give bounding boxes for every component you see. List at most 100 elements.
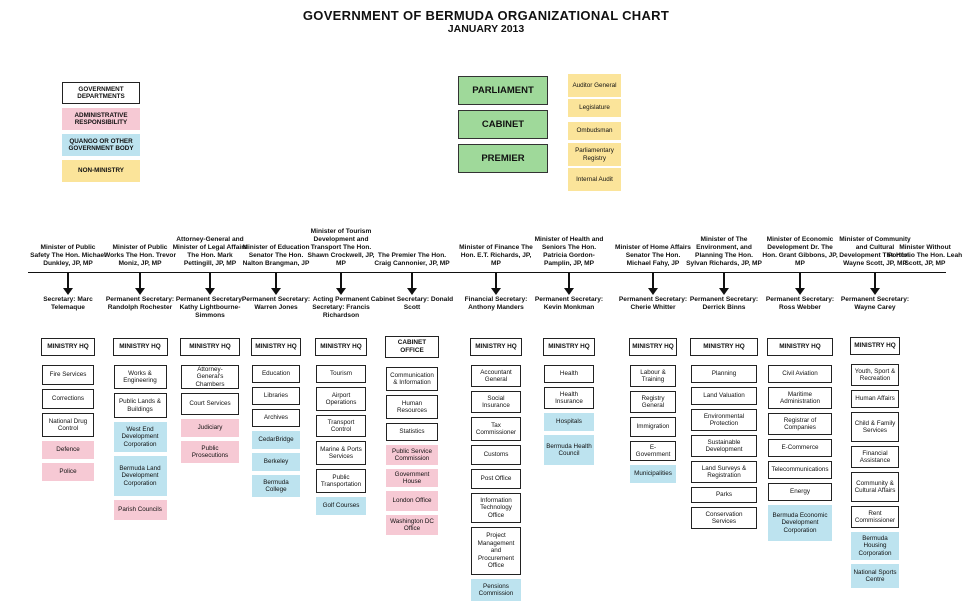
department-box: Public Transportation: [316, 469, 366, 493]
department-box: Works & Engineering: [113, 365, 167, 389]
department-box: National Drug Control: [42, 413, 94, 437]
minister-label: Minister of Economic Development Dr. The…: [762, 236, 838, 268]
minister-label: Minister of Education Senator The Hon. N…: [242, 244, 310, 268]
department-box: Public Service Commission: [386, 445, 438, 465]
department-box: Post Office: [471, 469, 521, 489]
department-box: Planning: [691, 365, 757, 383]
minister-label: Minister of Public Safety The Hon. Micha…: [30, 244, 106, 268]
connector-arrow: [491, 272, 501, 295]
connector-arrow: [795, 272, 805, 295]
department-box: Defence: [42, 441, 94, 459]
department-box: E-Commerce: [768, 439, 832, 457]
secretary-label: Permanent Secretary: Kevin Monkman: [534, 296, 604, 311]
connector-arrow: [870, 272, 880, 295]
department-box: Civil Aviation: [768, 365, 832, 383]
department-box: Maritime Administration: [768, 387, 832, 409]
department-box: Berkeley: [252, 453, 300, 471]
department-box: Washington DC Office: [386, 515, 438, 535]
department-box: Government House: [386, 469, 438, 487]
department-box: Labour & Training: [630, 365, 676, 387]
legend-non-ministry: NON-MINISTRY: [62, 160, 140, 182]
minister-label: Minister of Health and Seniors The Hon. …: [534, 236, 604, 268]
department-box: Pensions Commission: [471, 579, 521, 601]
premier-box: PREMIER: [458, 144, 548, 173]
department-box: Parish Councils: [113, 500, 167, 520]
ministry-hq-box: MINISTRY HQ: [629, 338, 677, 356]
department-box: Human Resources: [386, 395, 438, 419]
cabinet-box: CABINET: [458, 110, 548, 139]
minister-label: Minister of Finance The Hon. E.T. Richar…: [459, 244, 533, 268]
ministries-connector-line: [28, 272, 946, 273]
department-box: Bermuda College: [252, 475, 300, 497]
ministry-hq-box: MINISTRY HQ: [543, 338, 595, 356]
secretary-label: Acting Permanent Secretary: Francis Rich…: [312, 296, 370, 319]
secretary-label: Financial Secretary: Anthony Manders: [464, 296, 528, 311]
department-box: Public Lands & Buildings: [113, 393, 167, 418]
department-box: Land Valuation: [691, 387, 757, 405]
department-box: Bermuda Housing Corporation: [851, 532, 899, 560]
department-box: Immigration: [630, 417, 676, 437]
ministry-hq-box: MINISTRY HQ: [690, 338, 758, 356]
department-box: Public Prosecutions: [181, 441, 239, 463]
department-box: Conservation Services: [691, 507, 757, 529]
department-box: Financial Assistance: [851, 446, 899, 468]
connector-arrow: [336, 272, 346, 295]
department-box: Hospitals: [544, 413, 594, 431]
department-box: Sustainable Development: [691, 435, 757, 457]
secretary-label: Secretary: Marc Telemaque: [43, 296, 93, 311]
department-box: Child & Family Services: [851, 412, 899, 442]
secretary-label: Permanent Secretary: Randolph Rochester: [105, 296, 175, 311]
ombudsman-box: Ombudsman: [568, 122, 621, 140]
department-box: Bermuda Land Development Corporation: [113, 456, 167, 496]
connector-arrow: [719, 272, 729, 295]
minister-label: The Premier The Hon. Craig Cannonier, JP…: [374, 252, 450, 268]
secretary-label: Permanent Secretary: Wayne Carey: [840, 296, 910, 311]
department-box: Court Services: [181, 393, 239, 415]
department-box: Rent Commissioner: [851, 506, 899, 528]
legend-quango: QUANGO OR OTHER GOVERNMENT BODY: [62, 134, 140, 156]
connector-arrow: [271, 272, 281, 295]
minister-label: Minister of Public Works The Hon. Trevor…: [103, 244, 177, 268]
department-box: E-Government: [630, 441, 676, 461]
department-box: Information Technology Office: [471, 493, 521, 523]
department-box: Health: [544, 365, 594, 383]
ministry-hq-box: MINISTRY HQ: [251, 338, 301, 356]
minister-label: Minister of Tourism Development and Tran…: [307, 228, 375, 268]
department-box: Tourism: [316, 365, 366, 383]
ministry-hq-box: CABINET OFFICE: [385, 336, 439, 358]
auditor-general-box: Auditor General: [568, 74, 621, 97]
department-box: Community & Cultural Affairs: [851, 472, 899, 502]
department-box: National Sports Centre: [851, 564, 899, 588]
ministry-hq-box: MINISTRY HQ: [850, 337, 900, 355]
parliament-box: PARLIAMENT: [458, 76, 548, 105]
department-box: Human Affairs: [851, 390, 899, 408]
department-box: Health Insurance: [544, 387, 594, 409]
department-box: Project Management and Procurement Offic…: [471, 527, 521, 575]
department-box: Land Surveys & Registration: [691, 461, 757, 483]
department-box: Customs: [471, 445, 521, 465]
department-box: Corrections: [42, 389, 94, 409]
department-box: London Office: [386, 491, 438, 511]
minister-label: Minister of The Environment, and Plannin…: [686, 236, 762, 268]
secretary-label: Cabinet Secretary: Donald Scott: [370, 296, 454, 311]
department-box: Bermuda Health Council: [544, 435, 594, 465]
chart-subtitle: JANUARY 2013: [447, 23, 525, 35]
connector-arrow: [648, 272, 658, 295]
minister-label: Minister of Home Affairs Senator The Hon…: [615, 244, 691, 268]
department-box: Transport Control: [316, 415, 366, 437]
ministry-hq-box: MINISTRY HQ: [180, 338, 240, 356]
department-box: Telecommunications: [768, 461, 832, 479]
department-box: Attorney-General's Chambers: [181, 365, 239, 389]
department-box: Municipalities: [630, 465, 676, 483]
department-box: Parks: [691, 487, 757, 503]
ministry-hq-box: MINISTRY HQ: [767, 338, 833, 356]
legend-government-departments: GOVERNMENT DEPARTMENTS: [62, 82, 140, 104]
department-box: CedarBridge: [252, 431, 300, 449]
department-box: Social Insurance: [471, 391, 521, 413]
minister-label: Minister Without Portfolio The Hon. Leah…: [887, 244, 963, 268]
department-box: Bermuda Economic Development Corporation: [768, 505, 832, 541]
department-box: Energy: [768, 483, 832, 501]
department-box: Tax Commissioner: [471, 417, 521, 441]
department-box: Marine & Ports Services: [316, 441, 366, 465]
minister-label: Minister of Community and Cultural Devel…: [839, 236, 911, 268]
